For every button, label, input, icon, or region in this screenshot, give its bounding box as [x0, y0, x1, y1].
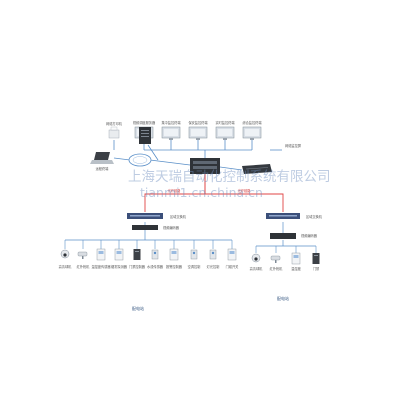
device-label: 灯光控制: [207, 264, 220, 269]
workstation-label: 保安监控终端: [188, 120, 208, 125]
device-label: 门禁控制器: [129, 264, 146, 269]
ring-to-core-line: [149, 159, 191, 166]
device-label: 烟雾探测器: [111, 264, 128, 269]
left-zone-devices: 高清球机红外枪机温湿度传感器烟雾探测器门禁控制器水浸传感器报警控制器空调控制 灯光…: [59, 240, 240, 269]
storage-rack-icon: [242, 164, 272, 174]
right-link-label: 光纤链路: [238, 188, 252, 193]
zone-connection-lines: [65, 222, 316, 247]
printer-icon: [108, 126, 120, 139]
workstation-label: 实时监控终端: [215, 120, 235, 125]
device-label: 门磁开关: [226, 264, 240, 269]
device-label: 空调控制: [188, 264, 201, 269]
workstation-monitor-icon: [188, 126, 208, 140]
workstation-label: 集中监控终端: [161, 120, 181, 125]
workstation-label: 视频调度服务器: [133, 120, 156, 125]
device-label: 温湿度传感器: [91, 264, 111, 269]
laptop-to-ring-line: [113, 157, 131, 161]
right-monitor-label: 网络监控屏: [285, 143, 302, 148]
watermark-url: tianmi1.cn.china.cn: [140, 185, 263, 200]
workstation-row: 视频调度服务器集中监控终端 保安监控终端 实时监控终端 综合监控终端: [133, 120, 262, 140]
left-zone-label: 配电站: [132, 305, 144, 311]
watermark-company-name: 上海天瑞自动化控制系统有限公司: [128, 169, 331, 185]
trunk-links: [144, 174, 284, 212]
device-icon-panel: [96, 248, 106, 261]
connection-lines: [113, 140, 282, 171]
device-icon-sensor: [209, 249, 217, 260]
left-zone-switch-icon: [127, 213, 163, 219]
workstation-monitor-icon: [242, 126, 262, 140]
device-label: 门禁: [313, 266, 320, 271]
device-label: 高清球机: [250, 266, 264, 271]
device-label: 红外枪机: [77, 264, 91, 269]
right-zone-devices: 高清球机 红外枪机 温湿度 门禁: [250, 246, 320, 271]
right-zone-switch-icon: [266, 213, 300, 219]
device-label: 高清球机: [59, 264, 73, 269]
device-icon-bullet: [270, 255, 281, 263]
device-icon-panel: [114, 248, 124, 261]
workstation-label: 综合监控终端: [242, 120, 262, 125]
device-icon-dome: [60, 249, 70, 259]
right-zone-label: 配电站: [277, 295, 289, 301]
right-zone-encoder-label: 视频编码器: [301, 233, 318, 238]
left-link-label: 光纤链路: [168, 188, 182, 193]
device-icon-dark: [133, 249, 141, 260]
right-trunk-link: [204, 174, 284, 212]
ring-network-icon: [128, 153, 152, 167]
device-icon-sensor: [151, 249, 159, 260]
server-icon: [139, 127, 151, 144]
left-zone-switch-label: 区域交换机: [170, 214, 187, 219]
device-icon-dome: [251, 253, 261, 263]
device-icon-panel: [227, 248, 237, 261]
right-zone-switch-label: 区域交换机: [306, 214, 323, 219]
device-icon-panel: [291, 252, 301, 265]
left-zone-encoder-label: 视频编码器: [163, 225, 180, 230]
workstation-monitor-icon: [161, 126, 181, 140]
laptop-label: 远程终端: [96, 166, 110, 171]
printer-label: 网络打印机: [106, 121, 123, 126]
device-label: 红外枪机: [270, 266, 284, 271]
right-zone-encoder-icon: [270, 233, 296, 239]
workstation-monitor-icon: [215, 126, 235, 140]
core-switch-icon: [190, 158, 220, 174]
server-link-line: [147, 144, 159, 161]
device-icon-bullet: [77, 251, 88, 259]
laptop-icon: [90, 152, 114, 164]
device-label: 水浸传感器: [147, 264, 164, 269]
device-label: 温湿度: [291, 266, 301, 271]
left-zone-encoder-icon: [132, 225, 158, 230]
device-icon-dark: [312, 253, 320, 264]
device-icon-sensor: [190, 249, 198, 260]
device-icon-panel: [169, 248, 179, 261]
core-to-rack-line: [219, 166, 243, 171]
device-label: 报警控制器: [166, 264, 183, 269]
